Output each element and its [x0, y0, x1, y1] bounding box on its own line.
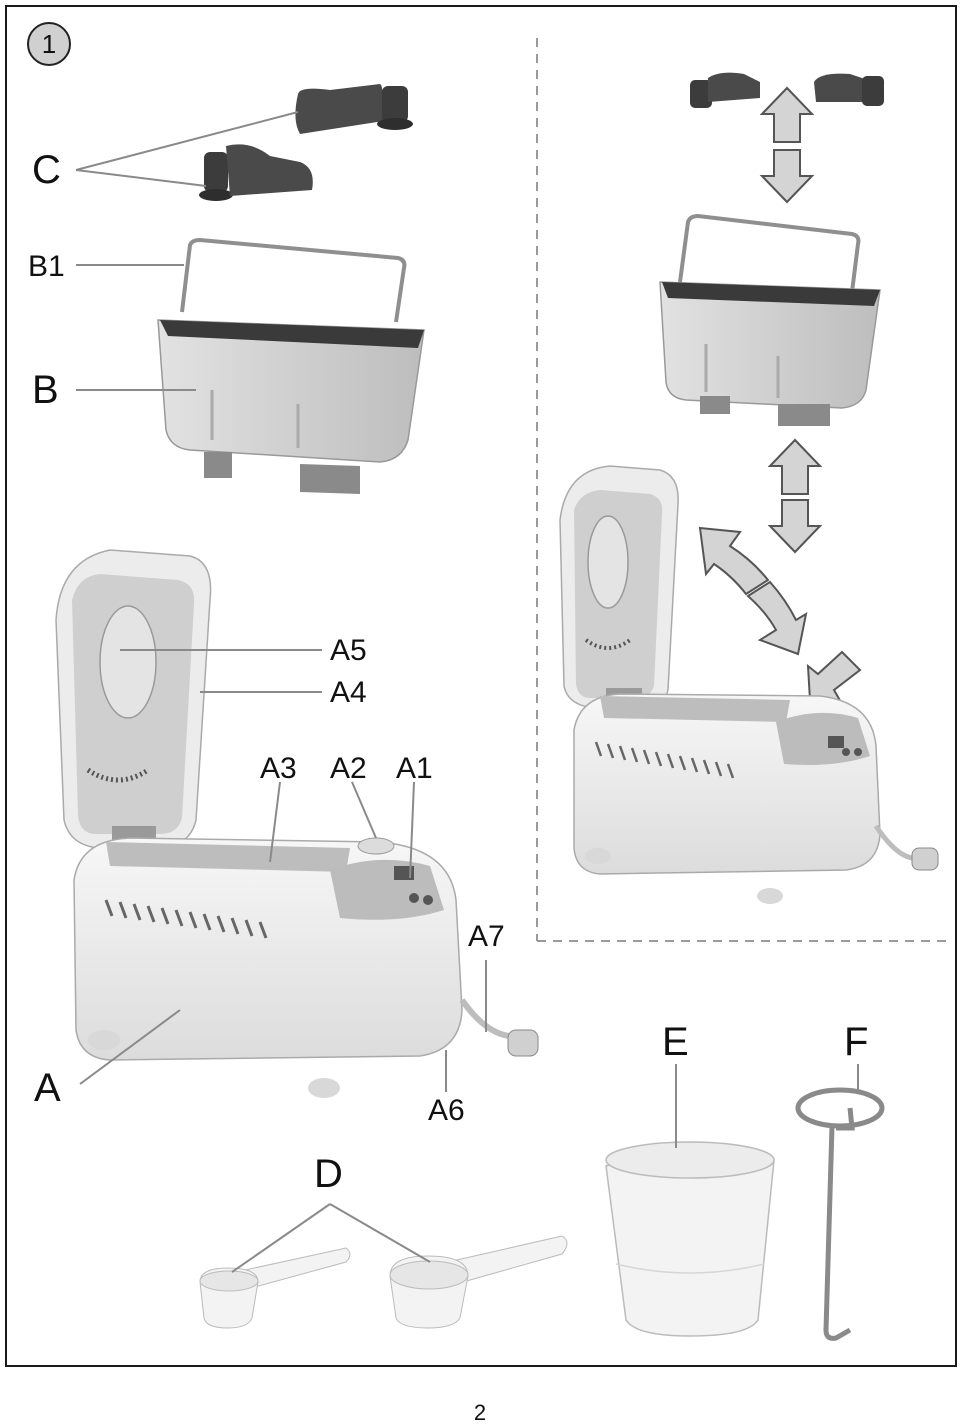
leader-lines	[75, 111, 859, 1273]
label-A2: A2	[330, 752, 367, 785]
figure-frame	[5, 5, 957, 1367]
double-arrow-top	[759, 86, 815, 204]
kneading-paddle-right-2	[814, 73, 884, 106]
label-C: C	[32, 148, 61, 192]
page-number: 2	[473, 1400, 487, 1425]
label-A7: A7	[468, 920, 505, 953]
figure-number-badge: 1	[27, 22, 71, 66]
label-B: B	[32, 368, 59, 412]
kneading-paddle-lower	[199, 144, 313, 201]
removal-hook	[795, 1087, 885, 1341]
label-B1: B1	[28, 250, 65, 283]
label-F: F	[844, 1020, 869, 1064]
label-A4: A4	[330, 676, 367, 709]
label-A3: A3	[260, 752, 297, 785]
measuring-cup	[605, 1141, 775, 1337]
label-E: E	[662, 1020, 689, 1064]
double-arrow-middle	[767, 438, 823, 554]
label-A: A	[34, 1066, 61, 1110]
measuring-spoon-large	[389, 1235, 568, 1329]
bread-maker-main	[55, 549, 539, 1098]
label-A6: A6	[428, 1094, 465, 1127]
label-D: D	[314, 1152, 343, 1196]
measuring-spoon-small	[199, 1247, 351, 1329]
kneading-paddle-upper	[295, 84, 413, 134]
bread-maker-right	[559, 465, 939, 904]
label-A5: A5	[330, 634, 367, 667]
label-A1: A1	[396, 752, 433, 785]
bread-pan-left	[157, 237, 425, 494]
bread-pan-right	[659, 213, 881, 426]
kneading-paddle-right-1	[690, 72, 760, 108]
curved-arrows	[698, 526, 808, 656]
dashed-divider	[536, 38, 953, 942]
